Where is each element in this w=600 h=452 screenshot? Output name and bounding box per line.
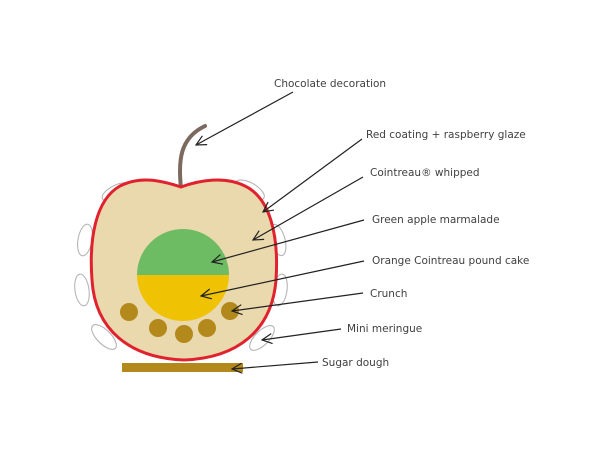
crunch-ball (149, 319, 167, 337)
arrow-cake (201, 260, 365, 296)
crunch-ball (175, 325, 193, 343)
arrow-crunch (232, 292, 364, 311)
arrow-coating (263, 138, 363, 212)
label-mini-meringue: Mini meringue (347, 323, 422, 335)
arrow-marmalade (212, 219, 365, 262)
sugar-dough-base (122, 363, 243, 372)
crunch-ball (198, 319, 216, 337)
label-red-coating: Red coating + raspberry glaze (366, 129, 526, 141)
meringue (91, 324, 117, 350)
green-apple-marmalade (137, 229, 229, 275)
arrow-meringue (262, 328, 342, 340)
arrow-whipped (253, 176, 364, 240)
meringue (74, 273, 90, 307)
label-sugar-dough: Sugar dough (322, 357, 389, 369)
arrow-dough (232, 361, 319, 369)
arrow-chocolate (196, 91, 294, 145)
label-crunch: Crunch (370, 288, 407, 300)
label-orange-pound-cake: Orange Cointreau pound cake (372, 255, 529, 267)
orange-pound-cake (137, 275, 229, 321)
label-chocolate-decoration: Chocolate decoration (274, 78, 386, 90)
crunch-ball (120, 303, 138, 321)
label-green-apple-marmalade: Green apple marmalade (372, 214, 500, 226)
chocolate-stem (177, 124, 207, 190)
label-cointreau-whipped: Cointreau® whipped (370, 167, 480, 179)
